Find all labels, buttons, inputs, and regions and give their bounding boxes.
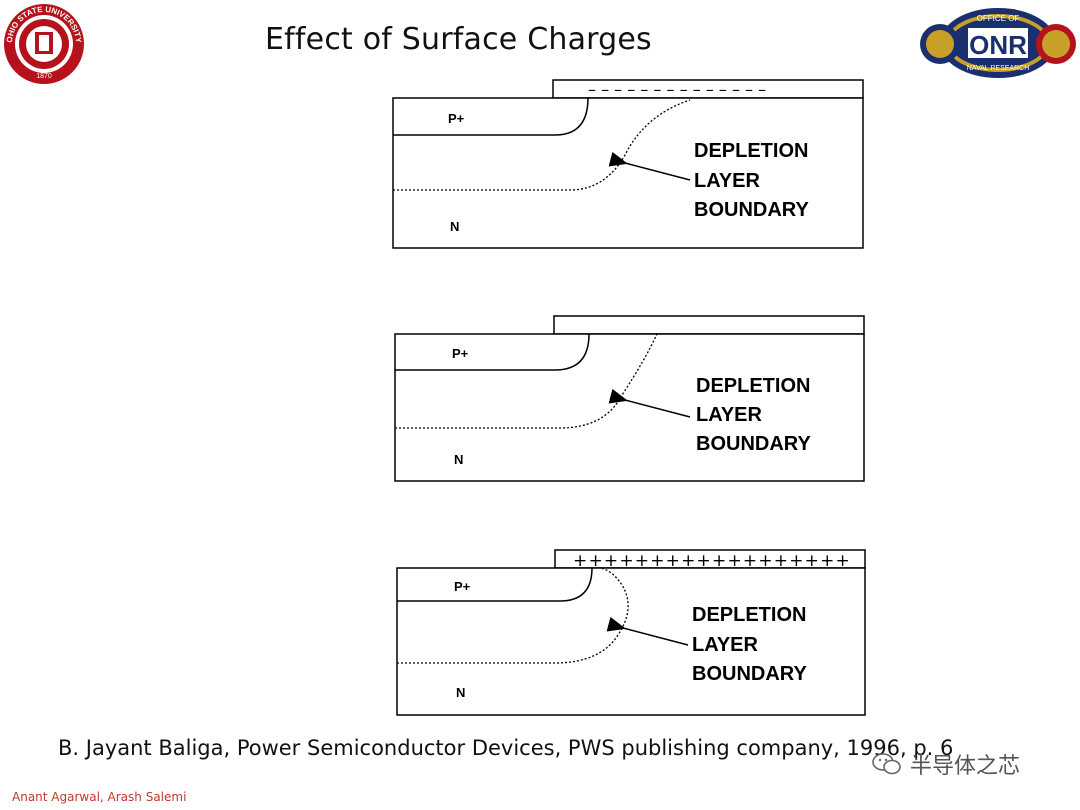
ohio-state-seal-logo: OHIO STATE UNIVERSITY 1870 xyxy=(4,4,84,84)
annotation-line-2: LAYER xyxy=(692,634,759,656)
n-label: N xyxy=(456,685,465,700)
onr-logo: ONR OFFICE OF NAVAL RESEARCH xyxy=(920,8,1076,78)
surface-charge-symbols: – – – – – – – – – – – – – – xyxy=(588,80,766,99)
footer-authors: Anant Agarwal, Arash Salemi xyxy=(12,790,187,804)
annotation-arrow xyxy=(608,388,691,418)
panel-negative-charge: – – – – – – – – – – – – – – P+ N DEPLETI… xyxy=(392,79,864,249)
seal-year: 1870 xyxy=(36,73,52,80)
watermark: 半导体之芯 xyxy=(872,748,1020,780)
annotation-line-2: LAYER xyxy=(694,170,761,192)
citation-text: B. Jayant Baliga, Power Semiconductor De… xyxy=(58,736,954,760)
annotation-line-3: BOUNDARY xyxy=(694,199,809,221)
watermark-text: 半导体之芯 xyxy=(910,754,1021,779)
surface-charge-diagram: – – – – – – – – – – – – – – P+ N DEPLETI… xyxy=(392,79,866,716)
semiconductor-body xyxy=(396,567,866,716)
annotation-line-1: DEPLETION xyxy=(696,375,810,397)
annotation-arrow xyxy=(608,151,691,181)
annotation-line-3: BOUNDARY xyxy=(692,663,807,685)
p-plus-label: P+ xyxy=(448,111,465,126)
slide-title: Effect of Surface Charges xyxy=(265,22,652,57)
panel-positive-charge: ++++++++++++++++++ P+ N DEPLETION LAYER … xyxy=(396,549,866,716)
n-label: N xyxy=(450,219,459,234)
n-label: N xyxy=(454,452,463,467)
semiconductor-body xyxy=(392,97,864,249)
depletion-boundary-line xyxy=(397,567,629,664)
p-plus-label: P+ xyxy=(454,579,471,594)
p-plus-region-boundary xyxy=(393,97,589,136)
onr-main-text: ONR xyxy=(969,30,1027,60)
p-plus-region-boundary xyxy=(397,567,593,602)
onr-bottom-text: NAVAL RESEARCH xyxy=(967,65,1030,72)
wechat-icon xyxy=(872,753,901,775)
oxide-layer xyxy=(553,315,865,335)
semiconductor-body xyxy=(394,333,865,482)
annotation-line-3: BOUNDARY xyxy=(696,433,811,455)
annotation-line-1: DEPLETION xyxy=(692,604,806,626)
p-plus-region-boundary xyxy=(395,333,590,371)
annotation-line-2: LAYER xyxy=(696,404,763,426)
surface-charge-symbols: ++++++++++++++++++ xyxy=(573,551,851,571)
p-plus-label: P+ xyxy=(452,346,469,361)
onr-top-text: OFFICE OF xyxy=(977,14,1020,23)
annotation-arrow xyxy=(606,616,689,646)
annotation-line-1: DEPLETION xyxy=(694,140,808,162)
panel-no-charge: P+ N DEPLETION LAYER BOUNDARY xyxy=(394,315,865,482)
